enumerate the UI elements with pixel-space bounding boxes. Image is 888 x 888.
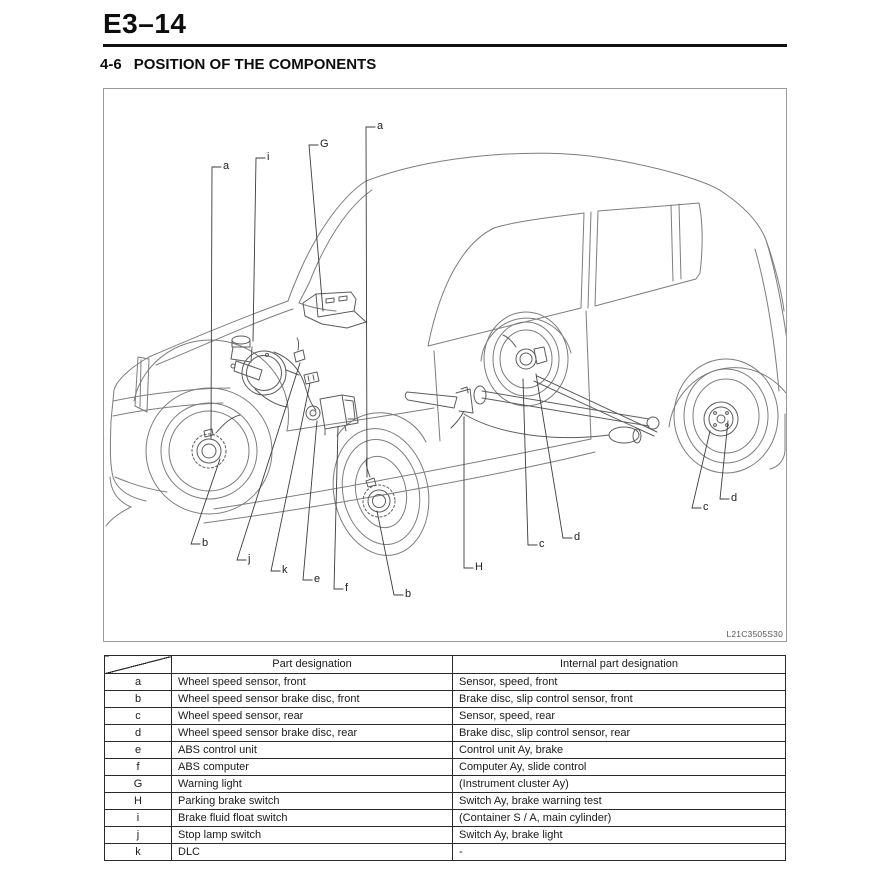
row-part: Wheel speed sensor, rear xyxy=(171,707,453,725)
col-header-internal: Internal part designation xyxy=(452,655,786,674)
row-key: b xyxy=(104,690,172,708)
callout-label-k: k xyxy=(282,564,288,576)
row-internal: Switch Ay, brake light xyxy=(452,826,786,844)
parts-table: Part designation Internal part designati… xyxy=(104,655,786,861)
callout-leader-lines xyxy=(190,126,730,596)
callout-label-e: e xyxy=(314,573,321,585)
row-part: Warning light xyxy=(171,775,453,793)
section-number: 4-6 xyxy=(100,56,122,73)
row-internal: Sensor, speed, rear xyxy=(452,707,786,725)
row-internal: Computer Ay, slide control xyxy=(452,758,786,776)
row-part: ABS computer xyxy=(171,758,453,776)
row-key: i xyxy=(104,809,172,827)
table-corner-cell xyxy=(104,655,172,674)
car-diagram-illustration xyxy=(105,126,786,596)
section-title: 4-6 POSITION OF THE COMPONENTS xyxy=(100,56,376,73)
callout-label-c-rear-right: c xyxy=(703,501,709,513)
row-key: j xyxy=(104,826,172,844)
row-internal: Brake disc, slip control sensor, front xyxy=(452,690,786,708)
row-part: Wheel speed sensor brake disc, front xyxy=(171,690,453,708)
callout-label-d-rear-left: d xyxy=(574,531,581,543)
row-part: Wheel speed sensor, front xyxy=(171,673,453,691)
row-internal: Brake disc, slip control sensor, rear xyxy=(452,724,786,742)
callout-label-a-front-left: a xyxy=(223,160,230,172)
row-part: Stop lamp switch xyxy=(171,826,453,844)
row-internal: Control unit Ay, brake xyxy=(452,741,786,759)
row-internal: (Instrument cluster Ay) xyxy=(452,775,786,793)
callout-label-b-front-right: b xyxy=(405,588,412,600)
callout-label-c-rear-left: c xyxy=(539,538,545,550)
row-internal: Switch Ay, brake warning test xyxy=(452,792,786,810)
callout-label-i: i xyxy=(267,151,270,163)
section-heading: POSITION OF THE COMPONENTS xyxy=(133,56,377,73)
row-key: c xyxy=(104,707,172,725)
row-part: ABS control unit xyxy=(171,741,453,759)
row-key: f xyxy=(104,758,172,776)
page-code: E3–14 xyxy=(103,8,187,39)
callout-label-a-front-right: a xyxy=(377,120,384,132)
header-rule xyxy=(103,44,787,47)
row-internal: Sensor, speed, front xyxy=(452,673,786,691)
table-header-row: Part designation Internal part designati… xyxy=(104,655,786,674)
col-header-part: Part designation xyxy=(171,655,453,674)
callout-label-b-front-left: b xyxy=(202,537,209,549)
row-key: H xyxy=(104,792,172,810)
callout-label-f: f xyxy=(345,582,349,594)
row-part: Parking brake switch xyxy=(171,792,453,810)
callout-label-h: H xyxy=(475,561,483,573)
row-internal: (Container S / A, main cylinder) xyxy=(452,809,786,827)
row-key: G xyxy=(104,775,172,793)
row-part: DLC xyxy=(171,843,453,861)
row-key: d xyxy=(104,724,172,742)
row-key: e xyxy=(104,741,172,759)
row-key: a xyxy=(104,673,172,691)
row-part: Wheel speed sensor brake disc, rear xyxy=(171,724,453,742)
callout-label-j: j xyxy=(248,553,251,565)
row-key: k xyxy=(104,843,172,861)
callout-label-d-rear-right: d xyxy=(731,492,738,504)
figure-code: L21C3505S30 xyxy=(726,629,783,639)
components-figure: a i G a b j k e f b H c d c d L21C3505S3… xyxy=(103,88,787,642)
callout-label-g: G xyxy=(320,138,329,150)
row-part: Brake fluid float switch xyxy=(171,809,453,827)
row-internal: - xyxy=(452,843,786,861)
